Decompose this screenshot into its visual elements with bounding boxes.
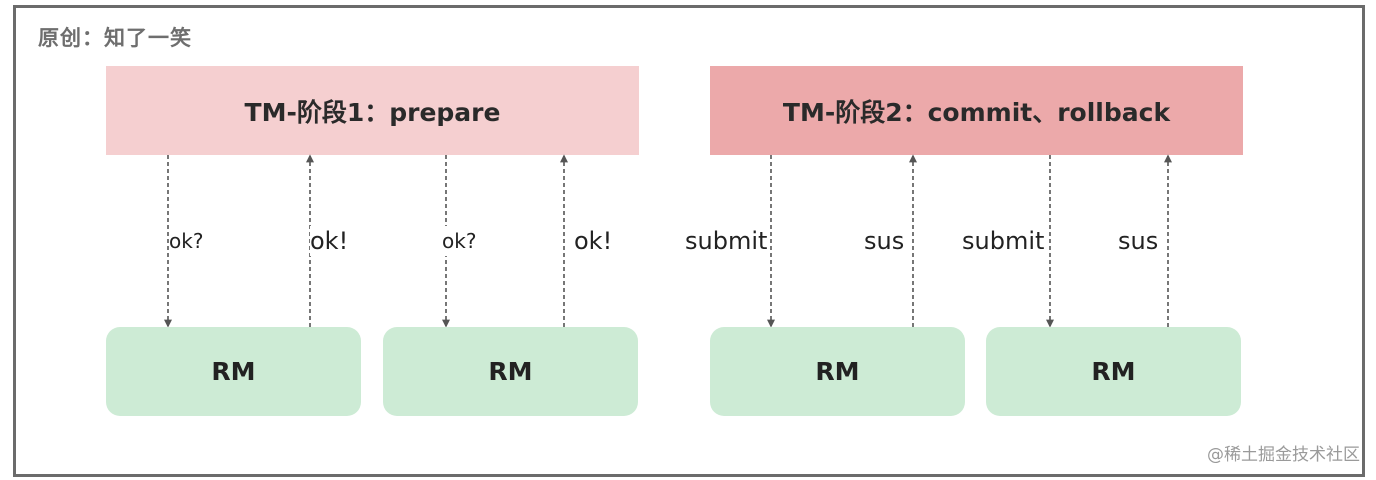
label-submit-b: submit — [962, 226, 1045, 256]
watermark: @稀土掘金技术社区 — [1207, 445, 1360, 465]
label-ok-exclaim-a: ok! — [310, 226, 349, 256]
rm-box-phase2-b: RM — [986, 327, 1241, 416]
author-label: 原创：知了一笑 — [38, 26, 192, 50]
rm-box-phase1-b: RM — [383, 327, 638, 416]
rm-label: RM — [211, 357, 256, 386]
rm-label: RM — [1091, 357, 1136, 386]
label-ok-question-b: ok? — [442, 226, 477, 256]
rm-box-phase2-a: RM — [710, 327, 965, 416]
tm-phase1-box: TM-阶段1：prepare — [106, 66, 639, 155]
label-ok-question-a: ok? — [169, 226, 204, 256]
rm-label: RM — [488, 357, 533, 386]
label-ok-exclaim-b: ok! — [574, 226, 613, 256]
rm-label: RM — [815, 357, 860, 386]
label-sus-b: sus — [1118, 226, 1159, 256]
tm-phase2-title: TM-阶段2：commit、rollback — [782, 97, 1171, 127]
label-submit-a: submit — [685, 226, 768, 256]
rm-box-phase1-a: RM — [106, 327, 361, 416]
tm-phase1-title: TM-阶段1：prepare — [244, 97, 501, 127]
label-sus-a: sus — [864, 226, 905, 256]
tm-phase2-box: TM-阶段2：commit、rollback — [710, 66, 1243, 155]
